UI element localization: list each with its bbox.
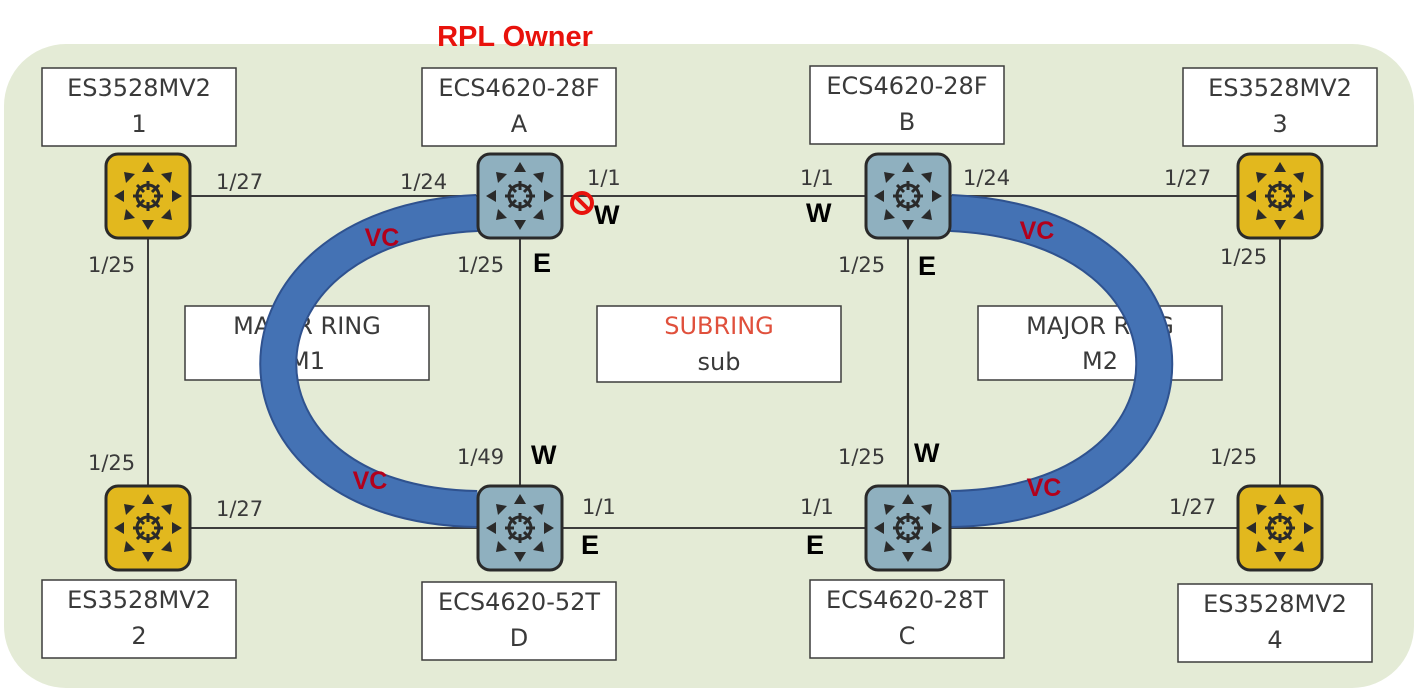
port-label: 1/25 (838, 445, 885, 469)
device-label-3: ES3528MV2 3 (1182, 67, 1378, 147)
ring-label-sub-box: SUBRING sub (596, 305, 842, 383)
device-label-4: ES3528MV2 4 (1177, 583, 1373, 663)
link-lines (147, 195, 1281, 529)
direction-label: W (806, 198, 832, 228)
direction-label: E (581, 530, 599, 560)
vc-label: VC (365, 224, 400, 252)
port-label: 1/25 (88, 451, 135, 475)
device-id: 2 (131, 622, 146, 650)
port-label: 1/25 (1220, 245, 1267, 269)
vc-label: VC (353, 467, 388, 495)
device-id: 4 (1267, 626, 1282, 654)
ring-id: M2 (1082, 347, 1118, 375)
switch-icon-A[interactable] (476, 152, 564, 240)
device-label-A: ECS4620-28F A (421, 67, 617, 147)
device-model: ES3528MV2 (67, 74, 211, 102)
port-label: 1/25 (457, 253, 504, 277)
rpl-block-icon (570, 191, 594, 215)
device-label-D: ECS4620-52T D (421, 581, 617, 661)
device-model: ECS4620-52T (438, 588, 600, 616)
switch-icon-C[interactable] (864, 484, 952, 572)
device-label-2: ES3528MV2 2 (41, 579, 237, 659)
direction-label: E (533, 248, 551, 278)
device-label-1: ES3528MV2 1 (41, 67, 237, 147)
port-label: 1/1 (800, 495, 834, 519)
vc-label: VC (1020, 217, 1055, 245)
port-label: 1/25 (838, 253, 885, 277)
device-id: 1 (131, 110, 146, 138)
port-label: 1/24 (400, 170, 447, 194)
ring-label-major2-box: MAJOR RING M2 (977, 305, 1223, 381)
direction-label: W (914, 438, 940, 468)
switch-icon-3[interactable] (1236, 152, 1324, 240)
switch-icon-2[interactable] (104, 484, 192, 572)
device-label-C: ECS4620-28T C (809, 579, 1005, 659)
switch-icon-4[interactable] (1236, 484, 1324, 572)
device-model: ES3528MV2 (1203, 590, 1347, 618)
device-model: ECS4620-28T (826, 586, 988, 614)
port-label: 1/1 (582, 495, 616, 519)
port-label: 1/49 (457, 445, 504, 469)
device-id: D (510, 624, 528, 652)
device-model: ES3528MV2 (67, 586, 211, 614)
direction-label: W (531, 440, 557, 470)
device-label-B: ECS4620-28F B (809, 65, 1005, 145)
direction-label: E (918, 251, 936, 281)
port-label: 1/27 (1164, 166, 1211, 190)
port-label: 1/27 (216, 170, 263, 194)
switch-icon-D[interactable] (476, 484, 564, 572)
direction-label: E (806, 530, 824, 560)
port-label: 1/27 (216, 497, 263, 521)
direction-label: W (594, 200, 620, 230)
device-id: C (899, 622, 916, 650)
subring-name: SUBRING (664, 312, 774, 340)
device-id: B (899, 108, 915, 136)
port-label: 1/1 (800, 166, 834, 190)
device-model: ECS4620-28F (438, 74, 599, 102)
rpl-owner-label: RPL Owner (437, 21, 593, 53)
port-labels: 1/27 1/25 1/25 1/27 1/24 1/1 1/25 1/1 1/… (88, 166, 1267, 521)
device-model: ECS4620-28F (826, 72, 987, 100)
switch-icon-B[interactable] (864, 152, 952, 240)
port-label: 1/27 (1169, 495, 1216, 519)
subring-id: sub (698, 348, 741, 376)
switch-icon-1[interactable] (104, 152, 192, 240)
port-label: 1/25 (88, 253, 135, 277)
device-model: ES3528MV2 (1208, 74, 1352, 102)
vc-label: VC (1027, 474, 1062, 502)
port-label: 1/24 (963, 166, 1010, 190)
device-id: A (511, 110, 528, 138)
device-id: 3 (1272, 110, 1287, 138)
port-label: 1/1 (587, 166, 621, 190)
port-label: 1/25 (1210, 445, 1257, 469)
